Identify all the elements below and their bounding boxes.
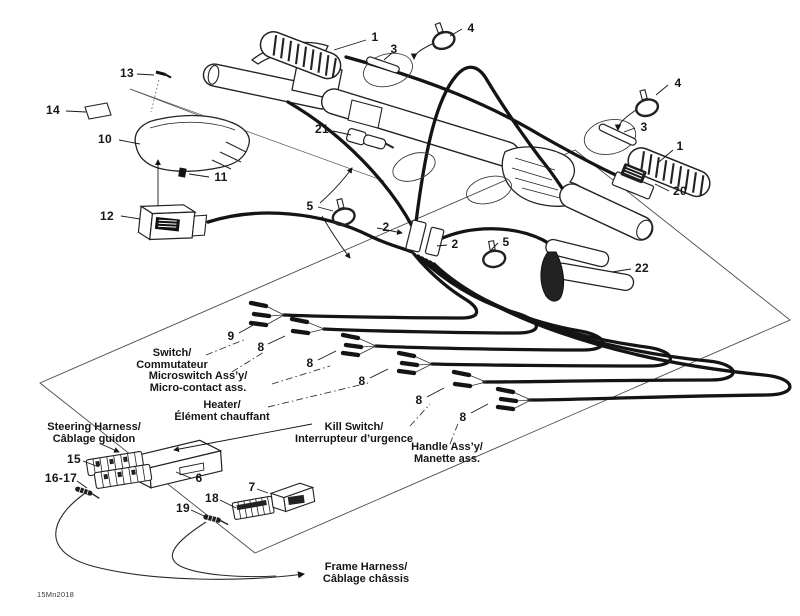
- label-handle-assy: Handle Ass’y/ Manette ass.: [411, 441, 483, 466]
- label-microswitch: Microswitch Ass’y/ Micro-contact ass.: [148, 370, 248, 395]
- callout: 1: [371, 30, 379, 44]
- callout: 3: [390, 42, 398, 56]
- label-line: Frame Harness/: [324, 561, 408, 574]
- callout: 1: [676, 139, 684, 153]
- heater-pad-part20: [611, 163, 655, 200]
- connector-part15: [85, 450, 153, 489]
- cable-tie-part4-top: [410, 22, 456, 60]
- riser-clamp: [347, 99, 383, 129]
- label-line: Kill Switch/: [324, 421, 384, 434]
- leader-lines: [65, 28, 674, 517]
- strap-part3-right: [598, 123, 637, 146]
- cable-tie-part4-right: [614, 89, 660, 131]
- tie-part5-right: [482, 240, 507, 269]
- connector-part21: [345, 128, 395, 150]
- callout: 6: [195, 471, 203, 485]
- callout: 18: [205, 491, 219, 505]
- grip-right-part1: [627, 147, 711, 198]
- callout: 12: [100, 209, 114, 223]
- callout: 20: [673, 184, 687, 198]
- label-frame-harness: Frame Harness/ Câblage châssis: [322, 561, 410, 586]
- tie-part5-left: [331, 198, 356, 227]
- label-line: Handle Ass’y/: [411, 441, 483, 454]
- terminal-groups: [248, 300, 532, 412]
- callout: 8: [415, 393, 423, 407]
- callout: 14: [46, 103, 60, 117]
- doc-code: 15Mn2018: [37, 590, 75, 599]
- label-line: Câblage guidon: [52, 433, 136, 445]
- callout: 5: [306, 199, 314, 213]
- microswitch-housing-part10: [134, 114, 250, 172]
- callout: 5: [502, 235, 510, 249]
- label-line: Élément chauffant: [174, 411, 270, 423]
- grip-left-part1: [259, 31, 342, 80]
- harness-wires: [206, 55, 792, 402]
- label-line: Heater/: [203, 399, 241, 412]
- label-line: Switch/: [152, 347, 192, 360]
- callout: 8: [306, 356, 314, 370]
- label-heater: Heater/ Élément chauffant: [174, 399, 270, 424]
- callout: 7: [248, 480, 256, 494]
- bottom-connectors: [75, 439, 316, 526]
- connector-part18: [231, 495, 275, 520]
- callout: 4: [674, 76, 682, 90]
- callout: 9: [227, 329, 235, 343]
- label-line: Micro-contact ass.: [149, 382, 247, 394]
- label-steering-harness: Steering Harness/ Câblage guidon: [47, 421, 141, 446]
- sticker-part14: [84, 102, 112, 120]
- label-line: Steering Harness/: [47, 421, 141, 434]
- wire-loops: [363, 52, 637, 205]
- callout: 22: [635, 261, 649, 275]
- callout: 21: [315, 122, 329, 136]
- callout: 11: [214, 170, 228, 184]
- callout: 2: [382, 220, 390, 234]
- label-line: Interrupteur d’urgence: [295, 433, 413, 445]
- switch-part12: [137, 204, 208, 241]
- screw-part11: [178, 167, 187, 178]
- callout: 4: [467, 21, 475, 35]
- kill-switch-lever-part22: [540, 238, 635, 302]
- strap-part3-top: [366, 56, 400, 74]
- callout: 16-17: [44, 471, 78, 485]
- callout: 15: [67, 452, 81, 466]
- callout: 8: [257, 340, 265, 354]
- label-links: [205, 338, 460, 445]
- callout: 2: [451, 237, 459, 251]
- screw-part13: [155, 70, 172, 79]
- callout: 10: [98, 132, 112, 146]
- callout: 19: [176, 501, 190, 515]
- label-line: Manette ass.: [413, 453, 481, 465]
- callout: 8: [459, 410, 467, 424]
- frame-harness-wires: [55, 493, 306, 580]
- callout: 8: [358, 374, 366, 388]
- callout: 3: [640, 120, 648, 134]
- plane-outline: [39, 149, 791, 554]
- label-switch: Switch/ Commutateur: [136, 347, 208, 372]
- terminal-part19: [203, 514, 229, 526]
- label-line: Commutateur: [136, 359, 208, 371]
- terminal-part16-17: [75, 486, 100, 499]
- connector-part7: [269, 482, 316, 513]
- wire-sleeves-part2: [405, 219, 445, 257]
- label-line: Câblage châssis: [322, 573, 410, 585]
- callout: 13: [120, 66, 134, 80]
- label-kill-switch: Kill Switch/ Interrupteur d’urgence: [295, 421, 413, 446]
- label-line: Microswitch Ass’y/: [148, 370, 248, 383]
